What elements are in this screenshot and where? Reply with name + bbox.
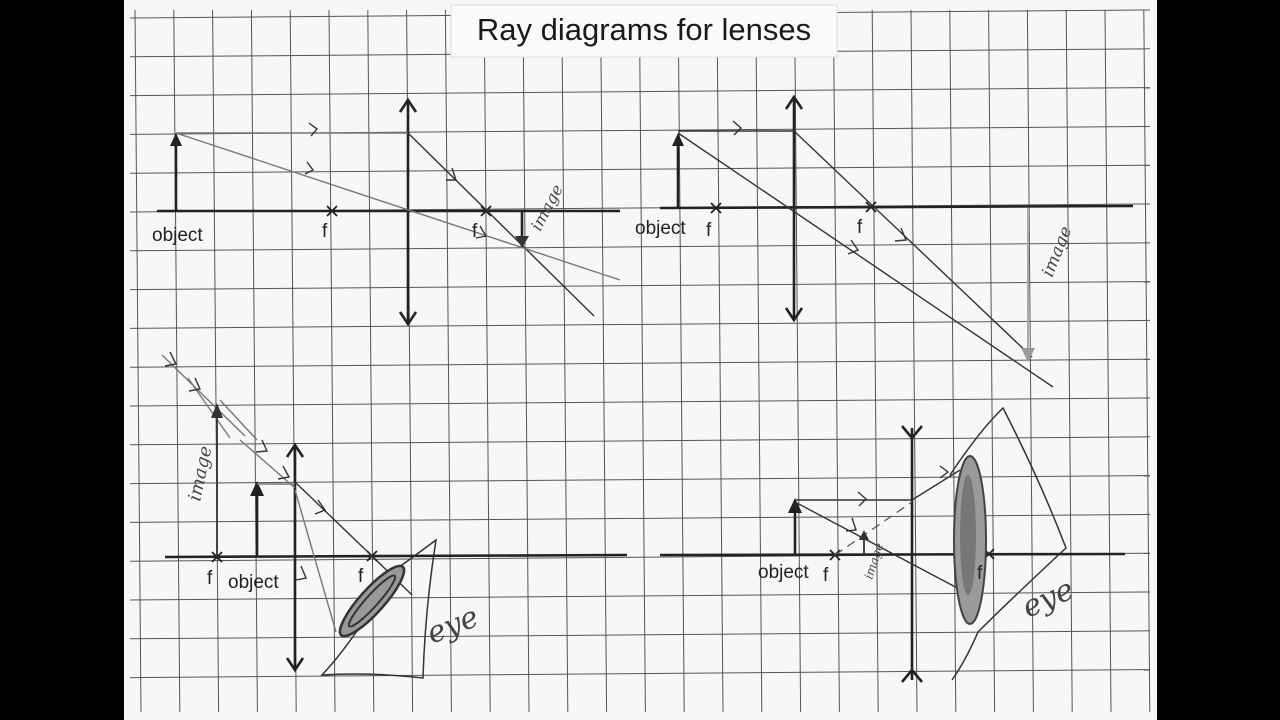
image-arrow: [211, 403, 223, 557]
focal-label: f: [322, 221, 328, 242]
principal-axis: [164, 553, 628, 559]
object-label: object: [758, 562, 809, 583]
diagram-top-left: object f f image: [152, 97, 621, 327]
eye-sketch: [320, 538, 438, 679]
light-ray: [677, 120, 1054, 388]
image-arrow: [859, 530, 869, 555]
title-box: Ray diagrams for lenses: [450, 4, 838, 58]
focal-label: f: [977, 563, 983, 584]
eye-sketch: [949, 406, 1067, 681]
convex-lens: [784, 94, 804, 323]
focal-point-marker: [710, 201, 877, 214]
focal-label: f: [706, 220, 712, 241]
light-ray: [794, 465, 981, 601]
object-arrow: [170, 133, 182, 211]
image-arrow: [1021, 208, 1035, 362]
concave-lens: [901, 425, 923, 683]
focal-label: f: [823, 565, 829, 586]
light-ray: [175, 122, 621, 317]
diagram-bottom-left: object f f image eye: [161, 351, 628, 679]
object-arrow: [788, 498, 802, 555]
convex-lens: [398, 97, 418, 327]
focal-label: f: [857, 217, 863, 238]
principal-axis: [659, 552, 1126, 557]
focal-label: f: [207, 568, 213, 589]
object-arrow: [672, 133, 684, 208]
principal-axis: [659, 204, 1134, 210]
light-ray: [161, 351, 413, 633]
object-label: object: [152, 225, 203, 246]
focal-point-marker: [326, 205, 492, 217]
diagram-top-right: object f f image: [635, 94, 1134, 388]
object-arrow: [250, 481, 264, 557]
object-label: object: [228, 572, 279, 593]
image-arrow: [515, 211, 529, 248]
page-title: Ray diagrams for lenses: [477, 12, 811, 47]
focal-label: f: [358, 566, 364, 587]
focal-label: f: [472, 221, 478, 242]
object-label: object: [635, 218, 686, 239]
